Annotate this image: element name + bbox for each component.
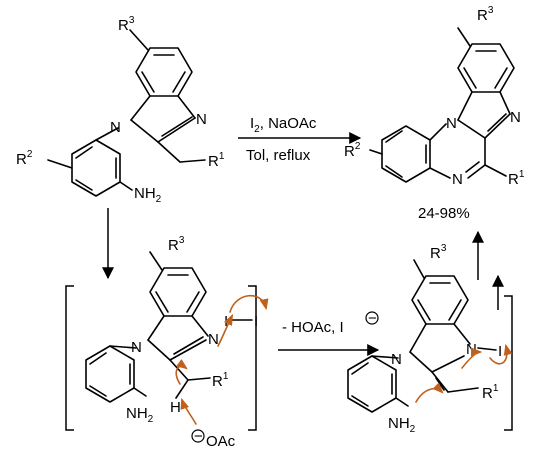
sm-r1-label: R1 xyxy=(208,151,225,170)
int1-n2-label: N xyxy=(208,331,219,348)
sm-bonds xyxy=(47,29,206,197)
int1-r1-label: R1 xyxy=(212,371,229,390)
intermediate-1: R3 N N I I H R1 NH2 − OAc xyxy=(85,235,269,450)
svg-text:−: − xyxy=(194,428,203,445)
sm-nh2-label: NH2 xyxy=(134,185,162,205)
main-reagents: I2, NaOAc xyxy=(250,115,317,135)
sm-r3-label: R3 xyxy=(118,15,135,34)
int2-i-label: I xyxy=(498,343,502,360)
int2-r1-label: R1 xyxy=(482,383,499,402)
int1-r3-label: R3 xyxy=(168,235,185,254)
iodide-charge: − xyxy=(368,310,377,327)
int1-electron-arrows xyxy=(175,294,269,425)
int1-i-right: I xyxy=(254,313,258,330)
int2-r3-label: R3 xyxy=(430,243,447,262)
intermediate-bracket-right xyxy=(504,295,513,431)
main-conditions: Tol, reflux xyxy=(246,147,311,164)
product-bonds xyxy=(369,27,515,183)
int1-bonds xyxy=(85,251,253,403)
int1-nh2-label: NH2 xyxy=(126,405,154,425)
sm-n2-label: N xyxy=(196,111,207,128)
intermediate-bracket-left xyxy=(65,285,257,431)
product-n-pyrazine-label: N xyxy=(452,171,463,188)
int2-electron-arrows xyxy=(415,343,513,403)
starting-material: R3 N N R1 R2 NH2 xyxy=(16,15,225,205)
product-n-imidazole-label: N xyxy=(510,109,521,126)
product-r3-label: R3 xyxy=(477,5,494,24)
product-r1-label: R1 xyxy=(508,169,525,188)
intermediate-2: R3 N N I R1 NH2 xyxy=(347,243,513,435)
product: R3 N N N R2 R1 24-98% xyxy=(344,5,525,222)
int2-nh2-label: NH2 xyxy=(388,415,416,435)
product-yield: 24-98% xyxy=(418,205,470,222)
mid-reaction-arrow: - HOAc, I − xyxy=(278,310,380,356)
sm-n1-label: N xyxy=(110,119,121,136)
main-reaction-arrow: I2, NaOAc Tol, reflux xyxy=(238,115,362,164)
svg-text:OAc: OAc xyxy=(206,433,236,450)
int2-bonds xyxy=(347,259,497,413)
mid-arrow-label: - HOAc, I xyxy=(282,319,344,336)
int2-n1-label: N xyxy=(391,351,402,368)
acetate-anion: − OAc xyxy=(191,428,236,450)
product-n-bridge-label: N xyxy=(446,115,457,132)
int1-h-label: H xyxy=(170,399,181,416)
int2-n2-label: N xyxy=(466,341,477,358)
product-r2-label: R2 xyxy=(344,141,361,160)
int1-n1-label: N xyxy=(131,339,142,356)
sm-r2-label: R2 xyxy=(16,149,33,168)
iodide-charge-icon xyxy=(365,311,379,325)
